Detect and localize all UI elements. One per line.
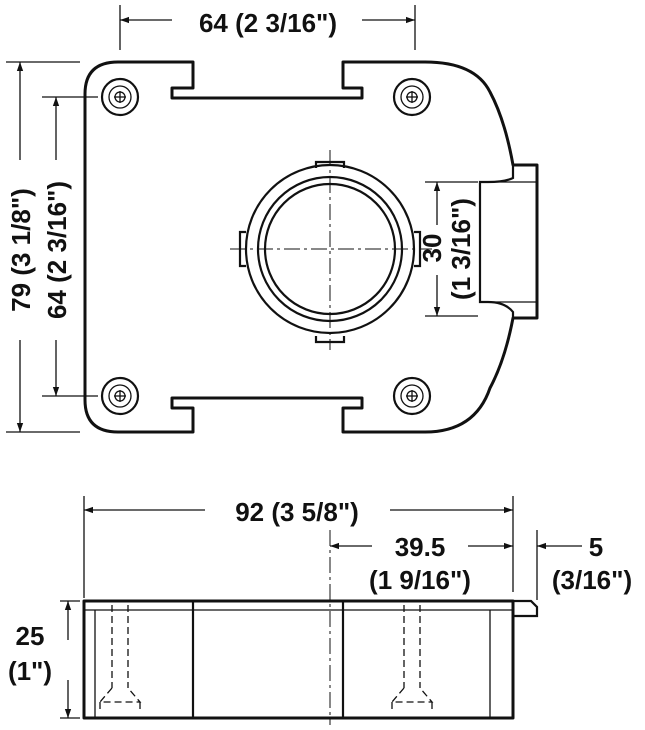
- dim-bolt-height: 30 (1 3/16"): [417, 181, 478, 317]
- screw-hole-bottom-right: [392, 376, 432, 416]
- dim-overall-height-label: 79 (3 1/8"): [6, 188, 36, 312]
- dim-bolt-projection-label: 5: [589, 532, 603, 562]
- dim-thickness-label: 25: [16, 621, 45, 651]
- dim-offset-label: 39.5: [395, 532, 446, 562]
- side-bolt: [513, 599, 539, 618]
- hidden-screw-left: [98, 605, 142, 712]
- dim-thickness-inch-label: (1"): [8, 656, 52, 686]
- dim-offset-inch-label: (1 9/16"): [369, 565, 471, 595]
- plate-outline: [83, 60, 539, 434]
- cylinder-boss: [230, 150, 432, 350]
- hidden-screw-right: [390, 605, 434, 712]
- dim-top-width: 64 (2 3/16"): [119, 5, 416, 50]
- side-view: 92 (3 5/8") 39.5 (1 9/16") 5 (3/16") 25 …: [8, 496, 632, 725]
- dim-bolt-height-inch-label: (1 3/16"): [446, 198, 476, 300]
- top-view: 64 (2 3/16") 79 (3 1/8") 64 (2 3/16") 30…: [6, 5, 539, 434]
- dim-bolt-projection-inch-label: (3/16"): [552, 565, 632, 595]
- screw-hole-bottom-left: [100, 376, 140, 416]
- dim-hole-spacing-label: 64 (2 3/16"): [42, 181, 72, 319]
- dim-bolt-height-label: 30: [417, 234, 447, 263]
- side-body: [82, 599, 515, 720]
- bolt-tongue-top: [478, 165, 515, 318]
- dim-hole-spacing: 64 (2 3/16"): [42, 96, 98, 397]
- dim-offset: 39.5 (1 9/16"): [330, 532, 513, 595]
- dim-bolt-projection: 5 (3/16"): [536, 530, 632, 600]
- dim-top-width-label: 64 (2 3/16"): [199, 8, 337, 38]
- dim-overall-length-label: 92 (3 5/8"): [235, 497, 359, 527]
- dim-overall-height: 79 (3 1/8"): [6, 61, 80, 433]
- dim-thickness: 25 (1"): [8, 600, 80, 719]
- screw-hole-top-left: [100, 77, 140, 117]
- dim-overall-length: 92 (3 5/8"): [83, 496, 514, 598]
- screw-hole-top-right: [392, 77, 432, 117]
